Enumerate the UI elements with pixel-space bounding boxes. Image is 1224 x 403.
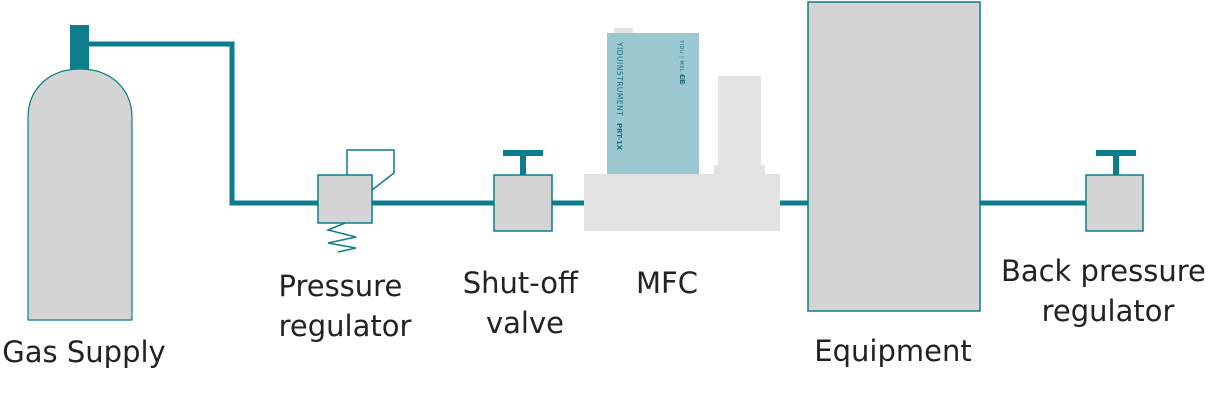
label-mfc: MFC [636,266,698,300]
bpr-body [1085,174,1144,232]
valve-body [493,174,553,232]
label-shutoff-valve: Shut-off valve [463,266,587,340]
valve-handle [503,150,543,156]
pipe-cylinder-to-regulator [88,41,318,206]
shutoff-valve [493,150,553,232]
label-back-pressure-regulator: Back pressure regulator [1001,254,1215,328]
cylinder-body [27,68,133,321]
regulator-body [317,174,373,224]
mfc-side-text: YIDU | MSL 800 [678,39,684,85]
mfc-base [584,174,780,231]
mfc-column-foot [714,165,765,175]
mfc-body [607,33,699,174]
mfc-device: YIDUINSTRUMENT PRT-1X CE YIDU | MSL 800 [584,28,780,231]
label-equipment: Equipment [814,334,971,368]
regulator-sensing-line [346,149,395,191]
pipework [88,41,1086,206]
mfc-column [718,76,761,166]
mfc-ce-mark: CE [678,74,686,84]
pressure-regulator [317,149,395,253]
bpr-stem [1113,155,1119,175]
back-pressure-regulator [1085,150,1144,232]
label-gas-supply: Gas Supply [2,335,165,369]
label-pressure-regulator: Pressure regulator [278,269,411,343]
cylinder-valve [70,25,89,69]
mfc-top-tab [614,28,633,34]
regulator-spring-icon [325,222,357,253]
valve-stem [520,155,526,175]
bpr-handle [1096,150,1136,156]
equipment-box [807,1,981,312]
gas-cylinder [27,25,133,321]
mfc-model-text: PRT-1X [615,123,623,151]
labels: Gas Supply Pressure regulator Shut-off v… [2,254,1215,369]
mfc-brand-text: YIDUINSTRUMENT [615,41,624,116]
